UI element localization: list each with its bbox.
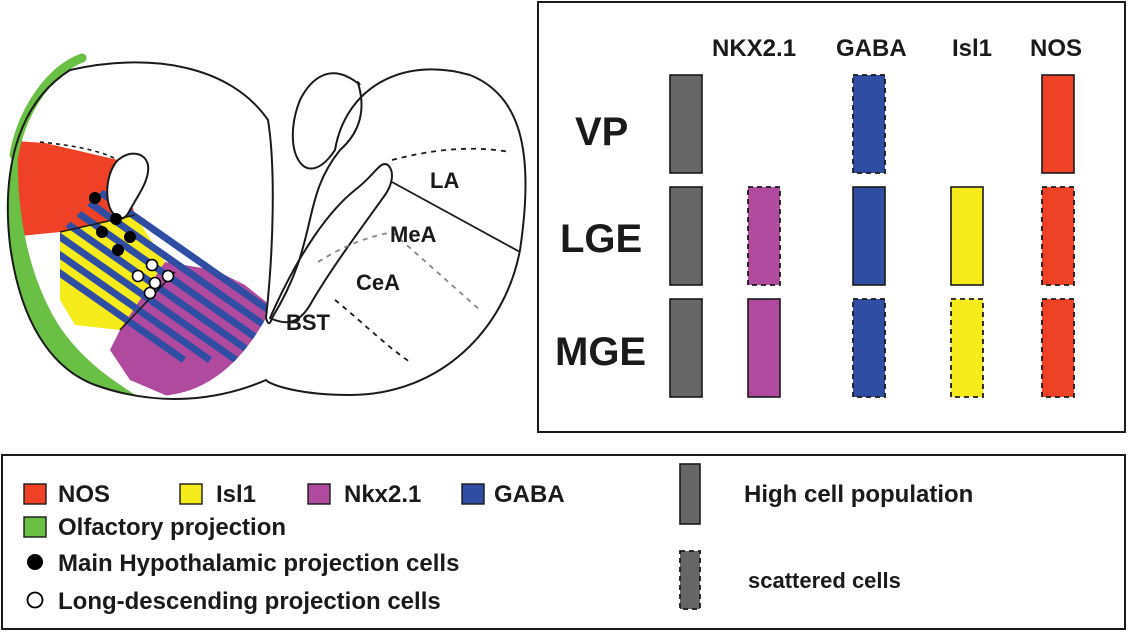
matrix-cell-mge-0-high: [669, 298, 703, 398]
legend-swatch-gaba: [461, 483, 485, 505]
legend-label-long-descending: Long-descending projection cells: [58, 588, 441, 615]
row-label-lge: LGE: [560, 217, 642, 261]
long-descending-cell: [143, 286, 157, 300]
cea-upper-boundary: [317, 231, 393, 263]
column-label-nos: NOS: [1030, 35, 1082, 62]
long-descending-cell: [131, 269, 145, 283]
legend-swatch-nkx21: [307, 483, 331, 505]
gaba-stripe: [219, 188, 270, 363]
matrix-cell-vp-4-high: [1041, 74, 1075, 174]
nos-top-dash: [39, 141, 119, 161]
matrix-cell-lge-2-high: [852, 186, 886, 286]
gaba-stripe: [60, 188, 239, 363]
main-hypothalamic-cell: [110, 213, 122, 225]
matrix-frame: [537, 1, 1126, 433]
matrix-cell-lge-3-high: [950, 186, 984, 286]
column-label-nkx21: NKX2.1: [712, 35, 796, 62]
matrix-cell-lge-0-high: [669, 186, 703, 286]
legend-label-gaba: GABA: [494, 481, 565, 508]
legend-marker-long-descending: [26, 591, 44, 609]
legend-bar-high: [679, 463, 701, 525]
section-outline: [6, 61, 527, 400]
legend-bar-scattered: [679, 550, 701, 610]
column-label-isl1: Isl1: [952, 35, 992, 62]
legend-label-main-hypothalamic: Main Hypothalamic projection cells: [58, 550, 459, 577]
main-hypothalamic-cell: [96, 226, 108, 238]
legend-label-nos: NOS: [58, 481, 110, 508]
gaba-stripe: [60, 188, 270, 363]
legend-swatch-olfactory: [23, 516, 47, 538]
matrix-cell-mge-2-scattered: [852, 298, 886, 398]
right-fold: [268, 163, 393, 324]
legend-label-high: High cell population: [744, 481, 973, 508]
matrix-cell-mge-1-high: [747, 298, 781, 398]
column-label-gaba: GABA: [836, 35, 907, 62]
legend-label-nkx21: Nkx2.1: [344, 481, 421, 508]
gaba-stripe: [60, 188, 265, 363]
long-descending-cells: [131, 258, 175, 300]
long-descending-cell: [145, 258, 159, 272]
legend-swatch-isl1: [179, 483, 203, 505]
legend-swatch-nos: [23, 483, 47, 505]
region-label-la: LA: [430, 168, 459, 193]
legend-marker-main-hypothalamic: [27, 554, 43, 570]
matrix-cell-mge-3-scattered: [950, 298, 984, 398]
matrix-cells: [669, 74, 1075, 398]
matrix-cell-lge-4-scattered: [1041, 186, 1075, 286]
gaba-stripe: [60, 188, 187, 363]
main-hypothalamic-cells: [89, 192, 136, 256]
left-ventricle: [106, 152, 150, 220]
legend-label-isl1: Isl1: [216, 481, 256, 508]
expression-matrix-panel: NKX2.1 GABA Isl1 NOS VP LGE MGE: [537, 1, 1126, 433]
nos-isl1-border: [59, 214, 136, 233]
matrix-cell-vp-0-high: [669, 74, 703, 174]
legend-label-scattered: scattered cells: [748, 568, 901, 593]
region-label-bst: BST: [286, 310, 331, 335]
row-label-vp: VP: [575, 110, 628, 154]
long-descending-cell: [148, 276, 162, 290]
legend-label-olfactory: Olfactory projection: [58, 514, 286, 541]
matrix-cell-mge-4-scattered: [1041, 298, 1075, 398]
main-hypothalamic-cell: [112, 244, 124, 256]
region-label-mea: MeA: [390, 222, 437, 247]
main-hypothalamic-cell: [124, 231, 136, 243]
main-hypothalamic-cell: [89, 192, 101, 204]
bst-boundary: [334, 299, 411, 363]
matrix-cell-lge-1-scattered: [747, 186, 781, 286]
gaba-stripe: [60, 188, 213, 363]
la-boundary: [391, 147, 511, 161]
long-descending-cell: [161, 269, 175, 283]
gaba-stripe: [60, 188, 270, 363]
row-label-mge: MGE: [555, 330, 646, 374]
legend-panel: NOS Isl1 Nkx2.1 GABA Olfactory projectio…: [1, 454, 1126, 630]
olfactory-arc: [9, 53, 87, 160]
matrix-cell-vp-2-scattered: [852, 74, 886, 174]
mea-boundary: [391, 181, 521, 253]
region-label-cea: CeA: [356, 270, 400, 295]
